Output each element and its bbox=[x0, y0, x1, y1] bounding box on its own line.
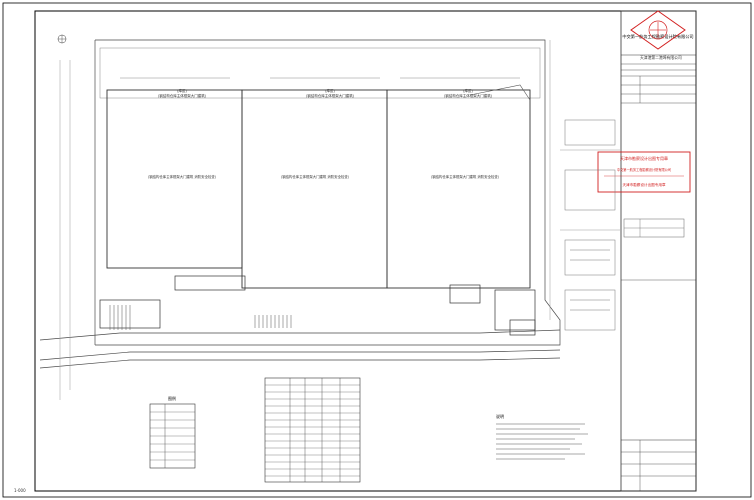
stamp-line-2: 中交第一航务工程勘察设计院有限公司 bbox=[617, 167, 671, 172]
signature-block bbox=[623, 218, 685, 238]
notes-title: 说明 bbox=[496, 413, 504, 419]
north-arrow-icon bbox=[57, 34, 67, 44]
legend-title: 图例 bbox=[168, 395, 176, 401]
legend-table: 图例 bbox=[149, 395, 196, 469]
top-apron bbox=[99, 47, 541, 99]
title-block: 中交第一航务工程勘察设计院有限公司 天津港第二港埠有限公司 bbox=[620, 10, 697, 492]
client-name: 天津港第二港埠有限公司 bbox=[640, 55, 682, 60]
parking-hatch bbox=[109, 305, 292, 330]
adjacent-plots bbox=[564, 119, 616, 331]
stamp-line-3: 天津市勘察设计出图专用章 bbox=[622, 182, 666, 187]
svg-text:(钢结构仓库主体框架大门建筑): (钢结构仓库主体框架大门建筑) bbox=[306, 93, 355, 98]
svg-text:(钢结构仓库主体框架大门建筑): (钢结构仓库主体框架大门建筑) bbox=[158, 93, 207, 98]
company-seal bbox=[630, 10, 686, 50]
inner-border bbox=[34, 10, 697, 492]
svg-text:(库区): (库区) bbox=[325, 88, 335, 93]
gate-building bbox=[99, 84, 536, 336]
data-table bbox=[264, 377, 361, 483]
svg-text:(钢结构仓库主体框架大门建筑 消防安全检查): (钢结构仓库主体框架大门建筑 消防安全检查) bbox=[281, 174, 350, 179]
drawing-number: 1-000 bbox=[14, 488, 26, 493]
warehouse-block-a: (库区) (钢结构仓库主体框架大门建筑) (钢结构仓库主体框架大门建筑 消防安全… bbox=[106, 88, 243, 269]
approval-stamp: 天津市勘察设计出图专用章 中交第一航务工程勘察设计院有限公司 天津市勘察设计出图… bbox=[597, 151, 691, 193]
stamp-title: 天津市勘察设计出图专用章 bbox=[620, 155, 668, 161]
svg-text:(库区): (库区) bbox=[177, 88, 187, 93]
warehouse-block-b: (库区) (钢结构仓库主体框架大门建筑) (钢结构仓库主体框架大门建筑 消防安全… bbox=[241, 88, 388, 289]
svg-text:(钢结构仓库主体框架大门建筑 消防安全检查): (钢结构仓库主体框架大门建筑 消防安全检查) bbox=[148, 174, 217, 179]
svg-text:(钢结构仓库主体框架大门建筑): (钢结构仓库主体框架大门建筑) bbox=[444, 93, 493, 98]
warehouse-block-c: (库区) (钢结构仓库主体框架大门建筑) (钢结构仓库主体框架大门建筑 消防安全… bbox=[386, 88, 531, 289]
svg-text:(钢结构仓库主体框架大门建筑 消防安全检查): (钢结构仓库主体框架大门建筑 消防安全检查) bbox=[431, 174, 500, 179]
site-roads bbox=[39, 39, 620, 400]
notes-block: 说明 bbox=[496, 413, 588, 460]
svg-text:(库区): (库区) bbox=[463, 88, 473, 93]
